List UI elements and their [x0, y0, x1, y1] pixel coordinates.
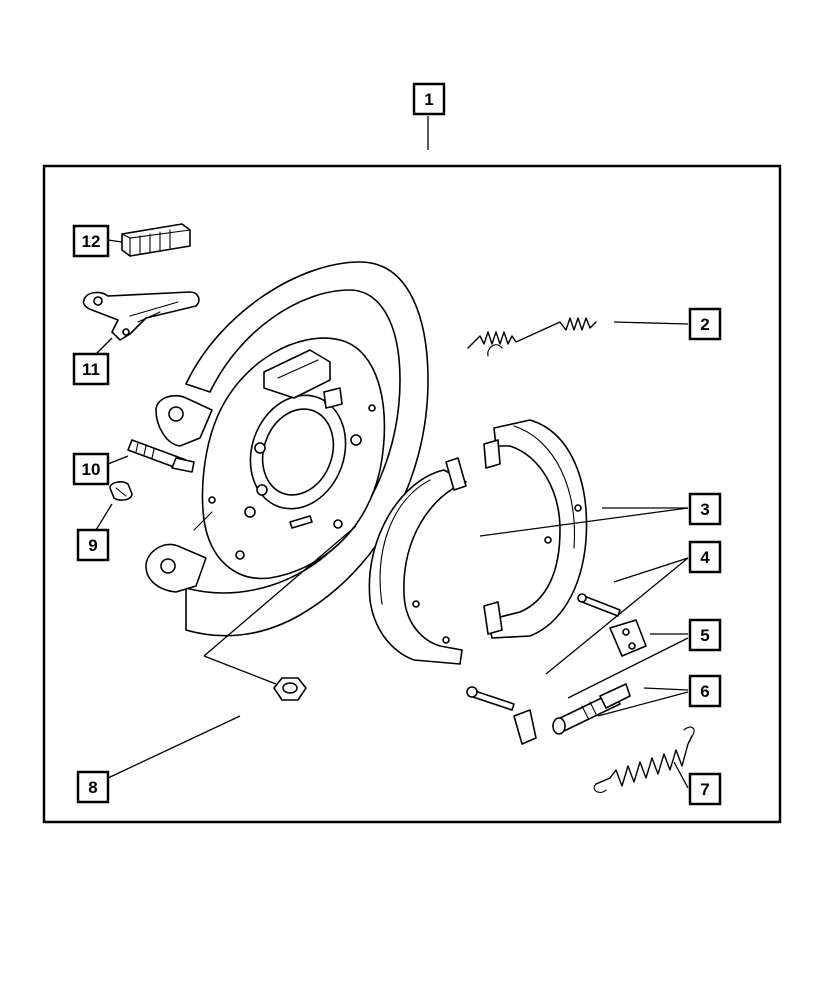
leader-2: [613, 321, 689, 325]
svg-text:9: 9: [88, 536, 97, 555]
callout-12: 12: [72, 224, 110, 258]
leader-12: [107, 239, 123, 243]
svg-text:3: 3: [700, 500, 709, 519]
leader-6a: [643, 687, 689, 691]
leader-8: [107, 715, 241, 779]
part-4-hold-down-pins: [466, 593, 621, 745]
svg-text:5: 5: [700, 626, 709, 645]
leader-11: [95, 337, 113, 355]
part-9-clip: [109, 481, 133, 501]
callout-4: 4: [688, 540, 722, 574]
leader-4b: [545, 557, 689, 675]
svg-text:1: 1: [424, 90, 433, 109]
svg-text:4: 4: [700, 548, 710, 567]
callout-9: 9: [76, 528, 110, 562]
part-3-brake-shoes: [368, 419, 588, 665]
leader-8b: [203, 525, 357, 657]
svg-text:10: 10: [82, 460, 101, 479]
callout-5: 5: [688, 618, 722, 652]
leader-6b: [597, 691, 689, 717]
part-10-pin: [127, 439, 195, 473]
callout-7: 7: [688, 772, 722, 806]
leader-9: [95, 503, 113, 531]
part-7-adjuster-spring: [593, 726, 695, 793]
part-8-nut: [273, 677, 307, 701]
leader-5b: [567, 637, 689, 699]
callout-2: 2: [688, 307, 722, 341]
svg-text:12: 12: [82, 232, 101, 251]
leader-3a: [479, 507, 689, 537]
part-2-springs: [467, 317, 597, 357]
assembly-frame: [42, 164, 782, 824]
part-11-brake-lever: [82, 291, 200, 341]
svg-text:2: 2: [700, 315, 709, 334]
leader-8c: [203, 655, 277, 685]
callout-1: 1: [412, 82, 446, 116]
leader-4a: [613, 557, 689, 583]
callout-10: 10: [72, 452, 110, 486]
svg-text:8: 8: [88, 778, 97, 797]
callout-6: 6: [688, 674, 722, 708]
callout-3: 3: [688, 492, 722, 526]
callout-11: 11: [72, 352, 110, 386]
svg-text:7: 7: [700, 780, 709, 799]
part-6-adjuster: [552, 683, 631, 735]
part-12-pad-strips: [121, 223, 191, 257]
svg-text:11: 11: [82, 360, 100, 379]
leader-7: [673, 761, 689, 789]
svg-text:6: 6: [700, 682, 709, 701]
backing-plate: [145, 261, 429, 637]
part-5-clip: [609, 619, 647, 657]
leader-10: [107, 455, 129, 465]
callout-8: 8: [76, 770, 110, 804]
